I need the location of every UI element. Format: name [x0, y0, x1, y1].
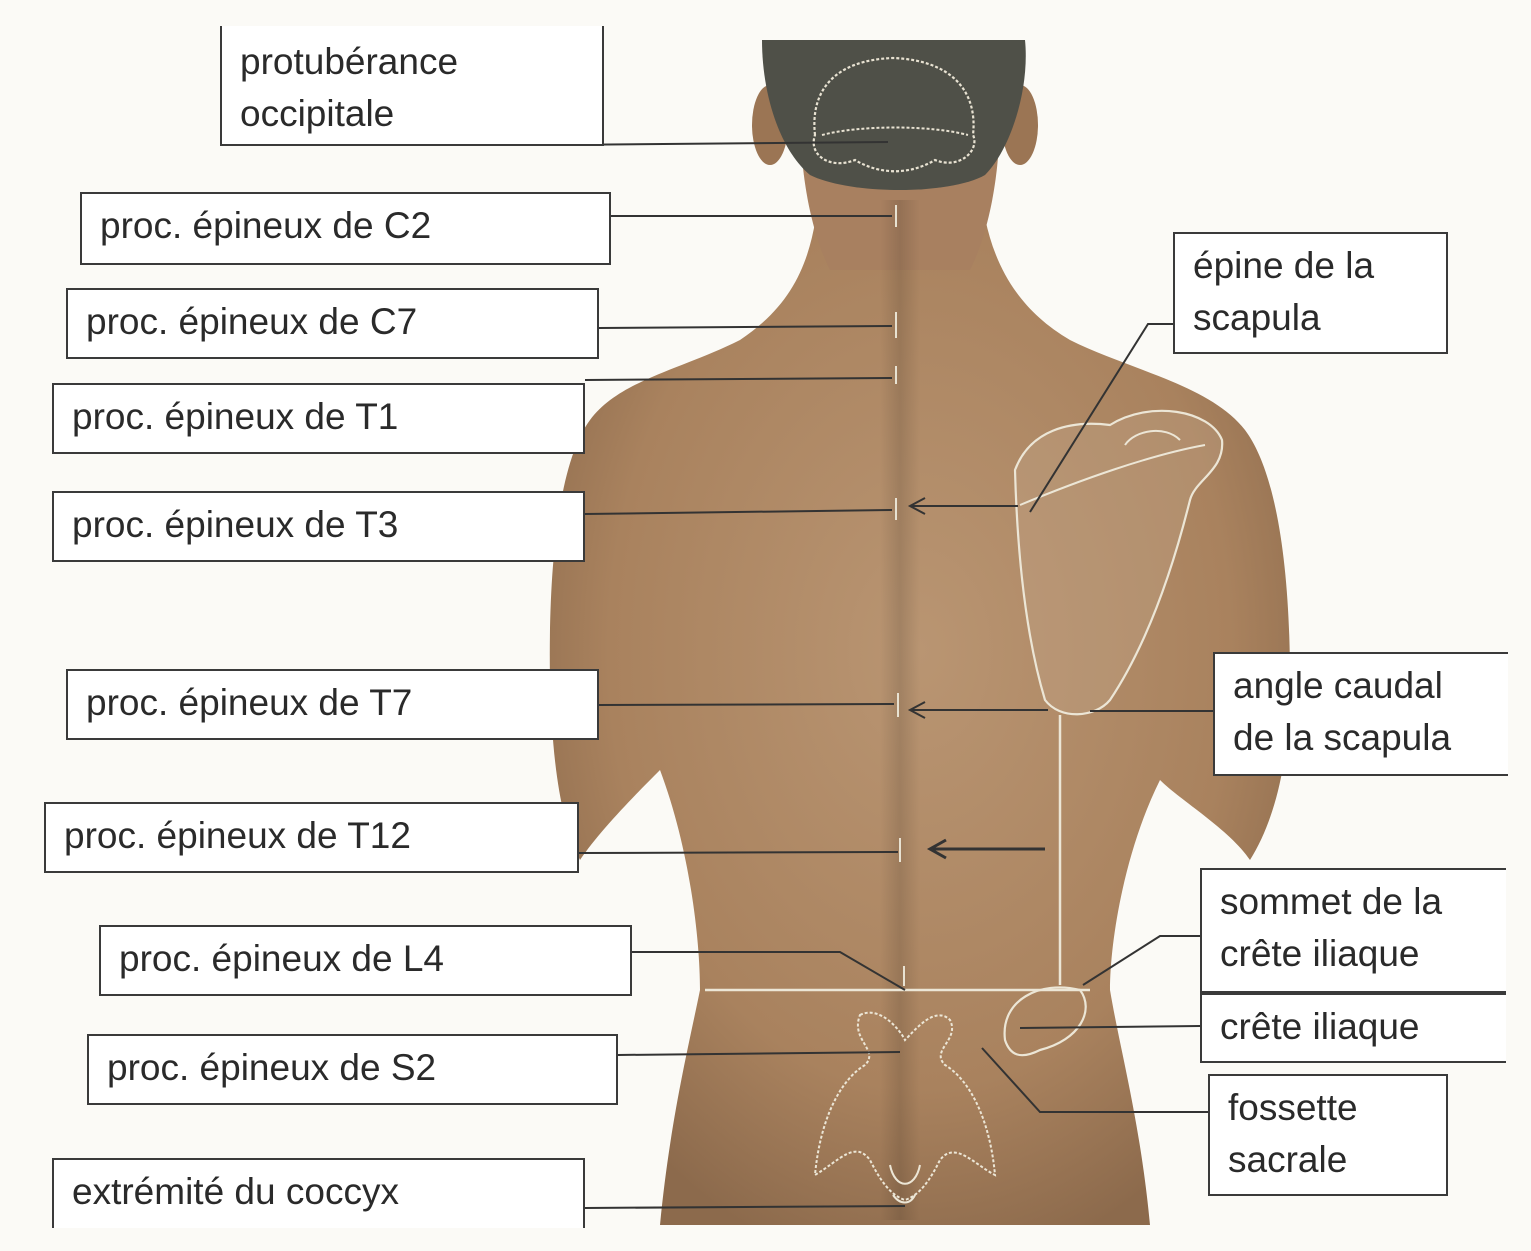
leader-iliac-crest	[1019, 1025, 1201, 1029]
leader-t12	[578, 851, 899, 854]
label-crest-top-line2: crête iliaque	[1220, 933, 1420, 974]
leader-scapula-spine	[1029, 323, 1173, 513]
arrow-t7-head	[907, 701, 926, 719]
scapula-acromion	[1124, 429, 1181, 446]
label-t12: proc. épineux de T12	[44, 802, 579, 873]
leader-l4	[632, 951, 906, 991]
label-crest-top-line1: sommet de la	[1220, 881, 1443, 922]
label-occipital-line2: occipitale	[240, 93, 395, 134]
label-scapula-angle-line2: de la scapula	[1233, 717, 1452, 758]
leader-t1	[584, 377, 893, 381]
label-sacral-line1: fossette	[1228, 1087, 1358, 1128]
leader-t3	[584, 509, 893, 515]
label-c7: proc. épineux de C7	[66, 288, 599, 359]
label-iliac-crest-top: sommet de la crête iliaque	[1200, 868, 1506, 993]
leader-c7	[598, 325, 893, 329]
leader-crest-top	[1082, 935, 1200, 986]
leader-s2	[617, 1051, 901, 1056]
leader-lines	[551, 141, 1213, 1209]
spinous-markers	[895, 205, 905, 986]
label-occipital-line1: protubérance	[240, 41, 459, 82]
label-t3: proc. épineux de T3	[52, 491, 585, 562]
label-scapula-angle: angle caudal de la scapula	[1213, 652, 1508, 776]
label-coccyx: extrémité du coccyx	[52, 1158, 585, 1228]
label-scapula-spine-line2: scapula	[1193, 297, 1321, 338]
arrow-t12-head	[926, 838, 947, 860]
label-scapula-spine-line1: épine de la	[1193, 245, 1375, 286]
leader-t7	[598, 703, 895, 706]
leader-occipital	[551, 141, 889, 146]
arrow-t3-head	[907, 497, 926, 515]
label-l4: proc. épineux de L4	[99, 925, 632, 996]
scapula-spine	[1019, 444, 1206, 506]
iliac-outline	[1003, 986, 1087, 1057]
head-hair	[762, 40, 1026, 190]
leader-coccyx	[584, 1205, 906, 1209]
skull-occipital-ridge	[821, 126, 969, 136]
label-s2: proc. épineux de S2	[87, 1034, 618, 1105]
label-c2: proc. épineux de C2	[80, 192, 611, 265]
skull-outline	[812, 56, 976, 173]
label-t1: proc. épineux de T1	[52, 383, 585, 454]
label-sacral-line2: sacrale	[1228, 1139, 1348, 1180]
coccyx-outline	[889, 1164, 921, 1204]
label-sacral-dimple: fossette sacrale	[1208, 1074, 1448, 1196]
leader-sacral	[981, 1047, 1208, 1113]
label-t7: proc. épineux de T7	[66, 669, 599, 740]
label-occipital-protuberance: protubérance occipitale	[220, 26, 604, 146]
label-scapula-angle-line1: angle caudal	[1233, 665, 1443, 706]
label-iliac-crest: crête iliaque	[1200, 993, 1506, 1063]
label-scapula-spine: épine de la scapula	[1173, 232, 1448, 354]
